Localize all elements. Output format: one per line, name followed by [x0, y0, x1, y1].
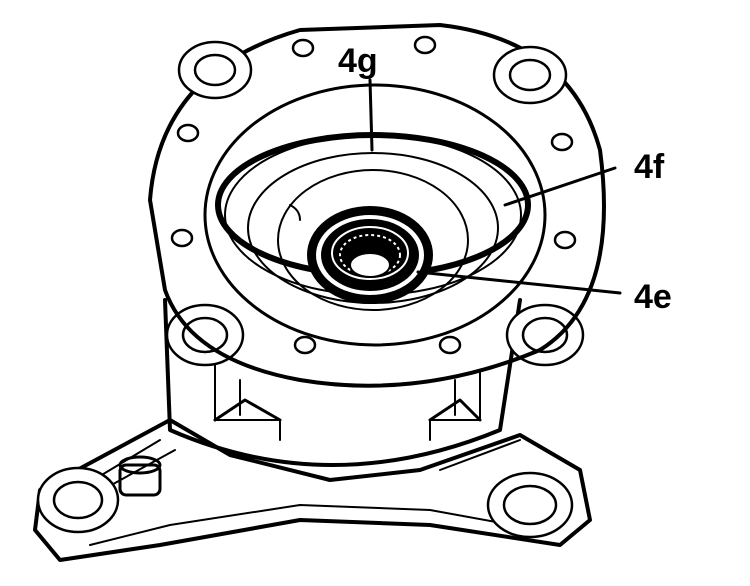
callout-label-4e: 4e [634, 278, 672, 316]
center-bearing [307, 206, 433, 304]
leader-4e [416, 270, 622, 295]
leader-lines [368, 78, 622, 295]
flange-boss [118, 455, 162, 497]
callout-label-4f: 4f [634, 148, 665, 186]
upper-flange [148, 23, 606, 388]
leader-4f [503, 166, 617, 207]
label-4g-backing [334, 38, 406, 78]
body-lug-right [505, 303, 585, 367]
flange-hole-right [486, 471, 574, 539]
housing-body [163, 298, 522, 467]
rim-bolt-holes [170, 35, 577, 355]
flange-hole-left [36, 466, 120, 534]
leader-4g [368, 78, 374, 152]
body-lug-left [165, 303, 245, 367]
callout-label-4g: 4g [338, 42, 378, 80]
upper-lug-left [177, 40, 253, 100]
upper-lug-right [492, 45, 568, 105]
